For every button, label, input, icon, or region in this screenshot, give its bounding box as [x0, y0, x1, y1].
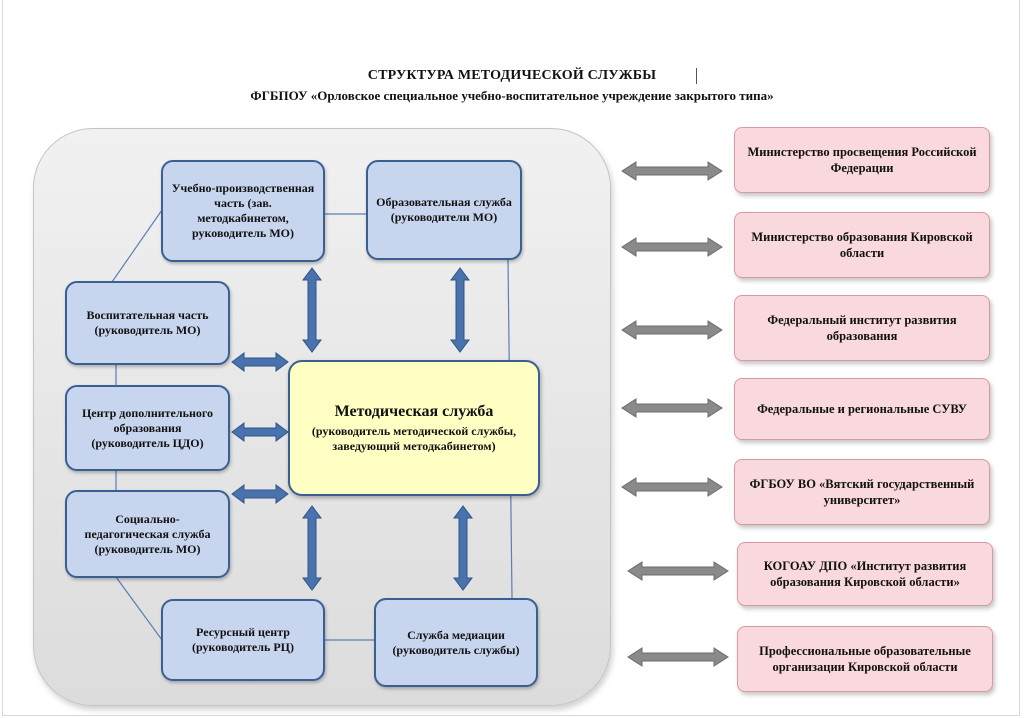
diagram-subtitle: ФГБПОУ «Орловское специальное учебно-вос…: [250, 88, 774, 103]
partner-ministry-education-kirov: Министерство образования Кировской облас…: [734, 212, 990, 278]
text-cursor: [696, 68, 697, 84]
partner-professional-organizations: Профессиональные образовательные организ…: [737, 626, 993, 692]
arrow-partner-4: [621, 398, 723, 418]
arrow-center-social: [231, 484, 289, 504]
unit-additional-education-center: Центр дополнительного образования (руков…: [65, 385, 230, 471]
arrow-partner-1: [621, 161, 723, 181]
arrow-partner-6: [627, 561, 729, 581]
arrow-center-mediation: [453, 505, 473, 591]
diagram-title: СТРУКТУРА МЕТОДИЧЕСКОЙ СЛУЖБЫ: [367, 68, 657, 83]
arrow-center-upbringing: [231, 352, 289, 372]
unit-social-pedagogical: Социально-педагогическая служба (руковод…: [65, 490, 230, 578]
arrow-partner-2: [621, 237, 723, 257]
arrow-center-resource: [302, 505, 322, 591]
unit-education-service: Образовательная служба (руководители МО): [366, 160, 522, 260]
partner-vyatka-university: ФГБОУ ВО «Вятский государственный универ…: [734, 459, 990, 525]
unit-mediation: Служба медиации (руководитель службы): [374, 598, 538, 687]
center-title: Методическая служба: [334, 403, 494, 420]
partner-ministry-enlightenment: Министерство просвещения Российской Феде…: [734, 127, 990, 193]
arrow-center-education: [450, 267, 470, 353]
arrow-partner-3: [621, 320, 723, 340]
partner-suvu: Федеральные и региональные СУВУ: [734, 378, 990, 440]
partner-kirov-institute: КОГОАУ ДПО «Институт развития образовани…: [737, 542, 993, 606]
unit-resource-center: Ресурсный центр (руководитель РЦ): [161, 599, 325, 681]
arrow-partner-7: [627, 647, 729, 667]
arrow-center-production: [302, 267, 322, 353]
unit-educational-production: Учебно-производственная часть (зав. мето…: [161, 160, 325, 262]
unit-upbringing: Воспитательная часть (руководитель МО): [65, 281, 230, 365]
partner-federal-institute: Федеральный институт развития образовани…: [734, 295, 990, 361]
center-methodical-service: Методическая служба (руководитель методи…: [288, 360, 540, 496]
arrow-partner-5: [621, 477, 723, 497]
center-subtitle: (руководитель методической службы, завед…: [311, 424, 517, 453]
arrow-center-cdo: [231, 422, 289, 442]
